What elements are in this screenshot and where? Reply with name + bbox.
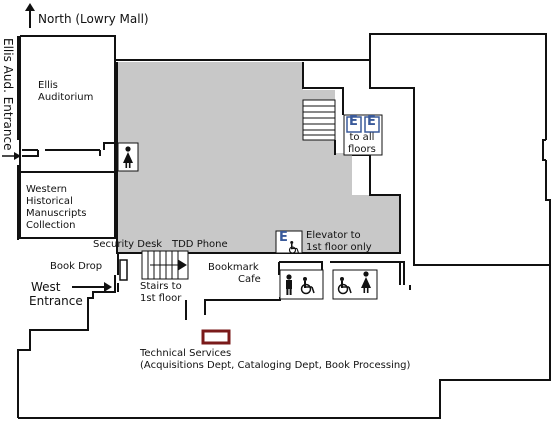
west-entrance-label: West Entrance: [29, 280, 83, 308]
technical-services-marker: [201, 329, 231, 345]
book-drop-slot: [119, 259, 128, 281]
restroom-group-cafe: [279, 269, 378, 300]
north-arrow-icon: [25, 3, 35, 28]
auditorium-label: Ellis Auditorium: [38, 80, 93, 104]
elevator-all-floors-label: to all floors: [348, 132, 376, 156]
west-entrance-arrow-icon: [72, 282, 112, 292]
cafe-label: Bookmark Cafe: [208, 262, 261, 286]
restroom-women-icon: [117, 142, 139, 172]
stairs-label: Stairs to 1st floor: [140, 281, 182, 305]
stairs-north: [302, 99, 336, 141]
manuscripts-label-line: Western: [26, 184, 68, 195]
elevator-letter: E: [367, 114, 376, 129]
wheelchair-icon: [300, 277, 315, 295]
restroom-men-icon: [286, 274, 292, 295]
elevator-all-floors-icon: [343, 114, 383, 156]
restroom-women-icon: [361, 271, 371, 293]
elevator-all-floors-label-line: to all: [349, 132, 375, 143]
elevator-first-floor-icon: [275, 230, 303, 254]
manuscripts-label-line: Historical: [26, 196, 73, 207]
elevator-all-floors-label-line: floors: [348, 144, 376, 155]
elevator-letter: E: [279, 230, 288, 245]
building-walls: [17, 33, 551, 419]
elevator-first-floor-label-line: 1st floor only: [306, 242, 372, 253]
side-entrance-label: Ellis Aud. Entrance: [1, 38, 15, 151]
wheelchair-icon: [337, 277, 352, 295]
manuscripts-label-line: Manuscripts: [26, 208, 87, 219]
side-entrance-arrow-icon: [2, 152, 21, 160]
manuscripts-label: Western Historical Manuscripts Collectio…: [26, 184, 87, 232]
security-desk-label: Security Desk: [93, 239, 163, 250]
stairs-to-first-floor: [141, 250, 189, 280]
cafe-label-line: Bookmark: [208, 262, 259, 273]
elevator-letter: E: [349, 114, 358, 129]
shaded-area: [117, 62, 400, 253]
manuscripts-label-line: Collection: [26, 220, 76, 231]
elevator-first-floor-label-line: Elevator to: [306, 230, 361, 241]
west-entrance-label-line: Entrance: [29, 294, 83, 308]
technical-services-label: Technical Services: [140, 348, 232, 359]
auditorium-label-line: Ellis: [38, 80, 58, 91]
auditorium-label-line: Auditorium: [38, 92, 94, 103]
wheelchair-icon: [288, 241, 300, 254]
book-drop-label: Book Drop: [50, 261, 103, 272]
stairs-label-line: Stairs to: [140, 281, 182, 292]
stairs-label-line: 1st floor: [140, 293, 182, 304]
compass-label: North (Lowry Mall): [38, 12, 149, 26]
cafe-label-line: Cafe: [238, 274, 261, 285]
tdd-phone-label: TDD Phone: [172, 239, 228, 250]
west-entrance-label-line: West: [31, 280, 61, 294]
elevator-first-floor-label: Elevator to 1st floor only: [306, 230, 372, 254]
technical-services-sublabel: (Acquisitions Dept, Cataloging Dept, Boo…: [140, 360, 411, 371]
